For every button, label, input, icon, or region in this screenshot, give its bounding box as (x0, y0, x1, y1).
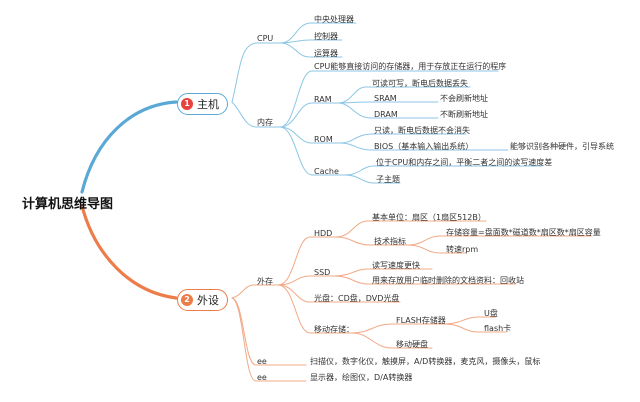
node-cache-sub[interactable]: 子主题 (376, 175, 400, 184)
node-host[interactable]: 1 主机 (177, 93, 228, 115)
node-output-items[interactable]: 显示器，绘图仪，D/A转换器 (310, 373, 413, 382)
node-bios-desc[interactable]: 能够识别各种硬件，引导系统 (510, 142, 614, 151)
node-peripheral-label: 外设 (197, 294, 219, 307)
node-sram[interactable]: SRAM (374, 94, 397, 103)
node-cpu-item[interactable]: 控制器 (314, 32, 338, 41)
node-cpu-item[interactable]: 中央处理器 (314, 15, 354, 24)
node-hdd-unit[interactable]: 基本单位：扇区（1扇区512B） (372, 213, 486, 222)
node-u-disk[interactable]: U盘 (484, 309, 498, 318)
node-optical[interactable]: 光盘：CD盘，DVD光盘 (314, 294, 400, 303)
node-flash[interactable]: FLASH存储器 (396, 316, 446, 325)
node-hdd-speed[interactable]: 转速rpm (446, 245, 479, 254)
node-sram-desc[interactable]: 不会刷新地址 (440, 94, 488, 103)
node-mobile-hdd[interactable]: 移动硬盘 (396, 340, 428, 349)
node-peripheral[interactable]: 2 外设 (177, 289, 228, 311)
node-hdd-capacity[interactable]: 存储容量=盘面数*磁道数*扇区数*扇区容量 (446, 228, 601, 237)
node-cpu[interactable]: CPU (257, 34, 274, 43)
node-input-items[interactable]: 扫描仪，数字化仪，触摸屏，A/D转换器，麦克风，摄像头，鼠标 (310, 357, 541, 366)
branch-peri-input (231, 297, 277, 366)
node-dram[interactable]: DRAM (374, 110, 398, 119)
number-badge: 1 (181, 98, 193, 110)
node-input[interactable]: ee (257, 357, 267, 366)
node-bios[interactable]: BIOS（基本输入输出系统） (374, 142, 474, 151)
node-mobile[interactable]: 移动存储： (314, 325, 354, 334)
branch-peri-storage (231, 284, 279, 299)
branch-root-host (80, 100, 178, 194)
node-dram-desc[interactable]: 不断刷新地址 (440, 110, 488, 119)
node-memory[interactable]: 内存 (257, 118, 273, 127)
node-rom[interactable]: ROM (314, 135, 333, 144)
node-ram[interactable]: RAM (314, 95, 332, 104)
node-external-storage[interactable]: 外存 (257, 277, 273, 286)
node-ssd[interactable]: SSD (314, 268, 331, 277)
branch-root-peripheral (80, 204, 178, 300)
node-cache[interactable]: Cache (314, 167, 339, 176)
node-cache-desc[interactable]: 位于CPU和内存之间，平衡二者之间的读写速度差 (376, 158, 553, 167)
branch-host-cpu (231, 42, 281, 103)
node-ram-desc[interactable]: 可读可写，断电后数据丢失 (372, 79, 468, 88)
node-host-label: 主机 (197, 98, 219, 111)
number-badge: 2 (181, 294, 193, 306)
node-cpu-item[interactable]: 运算器 (314, 49, 338, 58)
branch-peri-output (231, 297, 277, 382)
node-flash-card[interactable]: flash卡 (484, 324, 512, 333)
node-ssd-recycle[interactable]: 用来存放用户临时删除的文档资料：回收站 (372, 276, 524, 285)
node-ssd-fast[interactable]: 读写速度更快 (372, 261, 420, 270)
node-hdd-spec[interactable]: 技术指标 (374, 237, 406, 246)
node-rom-desc[interactable]: 只读，断电后数据不会消失 (374, 126, 470, 135)
node-output[interactable]: ee (257, 373, 267, 382)
root-title[interactable]: 计算机思维导图 (22, 197, 114, 212)
node-hdd[interactable]: HDD (314, 229, 333, 238)
node-memory-desc[interactable]: CPU能够直接访问的存储器，用于存放正在运行的程序 (314, 62, 507, 71)
branch-host-memory (231, 101, 281, 128)
